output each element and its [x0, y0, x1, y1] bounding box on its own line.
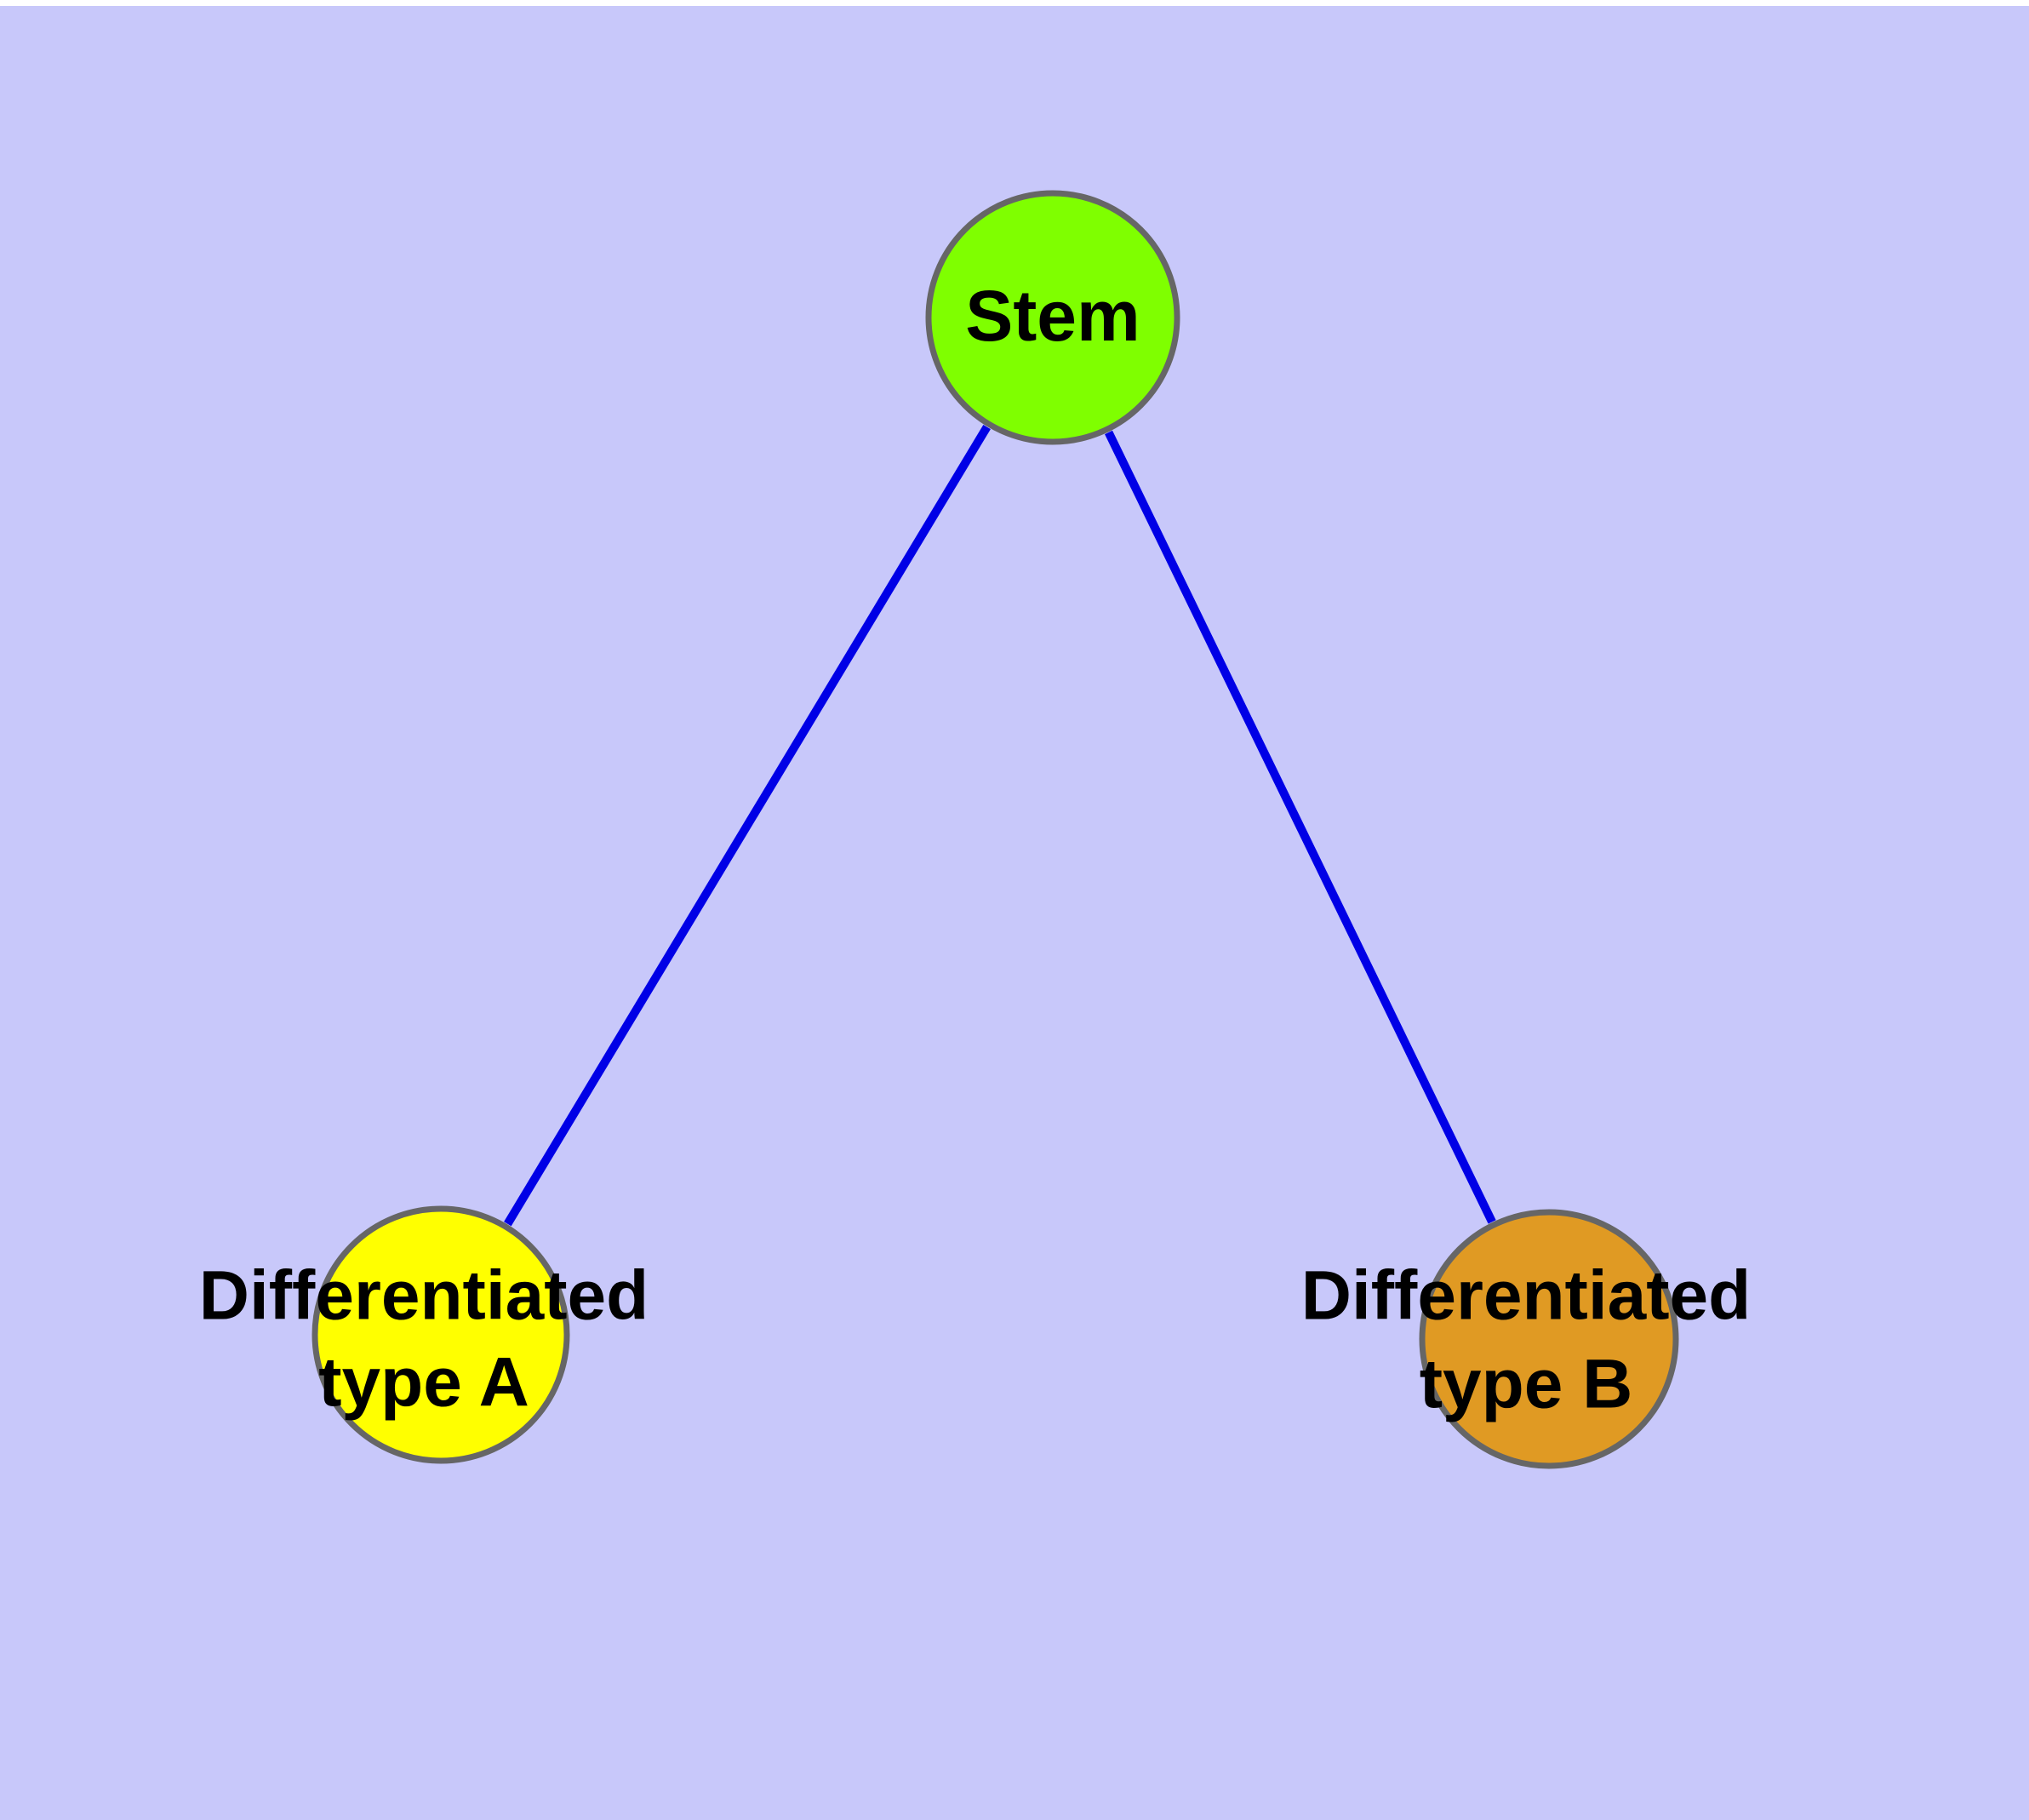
- node-differentiated-type-a[interactable]: Differentiated type A: [199, 1205, 649, 1464]
- node-differentiated-type-a-label-line2: type A: [318, 1344, 529, 1422]
- node-differentiated-type-b-label-line1: Differentiated: [1301, 1257, 1752, 1335]
- node-differentiated-type-b[interactable]: Differentiated type B: [1301, 1209, 1752, 1469]
- edge-group: [504, 424, 1496, 1227]
- node-stem[interactable]: Stem: [925, 190, 1180, 445]
- node-differentiated-type-b-circle[interactable]: [1419, 1209, 1679, 1469]
- node-group: Stem Differentiated type A Differentiate…: [199, 190, 1752, 1469]
- node-differentiated-type-a-circle[interactable]: [311, 1205, 570, 1464]
- node-differentiated-type-b-label-line2: type B: [1420, 1346, 1633, 1423]
- edge-stem-to-differentiated-type-a[interactable]: [504, 424, 991, 1227]
- node-stem-label: Stem: [965, 276, 1140, 356]
- node-stem-circle[interactable]: [925, 190, 1180, 445]
- edge-stem-to-differentiated-type-b[interactable]: [1105, 430, 1496, 1224]
- node-differentiated-type-a-label-line1: Differentiated: [199, 1257, 649, 1335]
